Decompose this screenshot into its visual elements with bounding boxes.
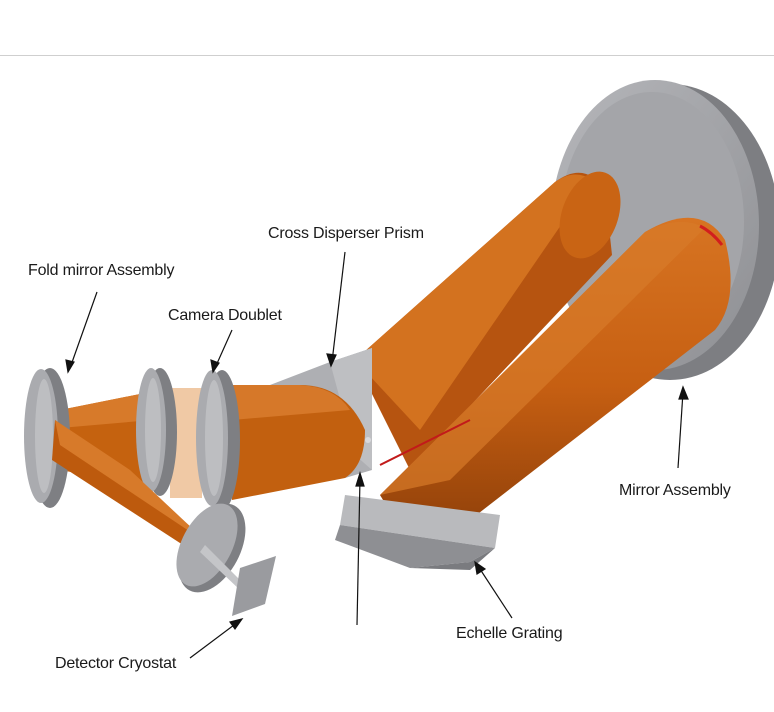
label-detector-cryostat: Detector Cryostat — [55, 655, 177, 672]
echelle-grating — [335, 495, 500, 570]
camera-beam — [232, 385, 365, 500]
label-fold-mirror-assembly: Fold mirror Assembly — [28, 262, 175, 279]
top-divider — [0, 55, 774, 56]
camera-doublet-lens-1 — [136, 368, 177, 496]
label-mirror-assembly: Mirror Assembly — [619, 482, 731, 499]
detector-beam — [52, 420, 215, 556]
camera-doublet-lens-2 — [196, 370, 240, 510]
leader-lines — [65, 251, 689, 659]
label-echelle-grating: Echelle Grating — [456, 625, 563, 642]
label-cross-disperser-prism: Cross Disperser Prism — [268, 225, 424, 242]
detector-cryostat — [176, 503, 276, 616]
label-camera-doublet: Camera Doublet — [168, 307, 282, 324]
lower-beam — [379, 217, 731, 524]
fold-mirror-assembly — [24, 368, 70, 508]
upper-beam — [355, 171, 621, 470]
